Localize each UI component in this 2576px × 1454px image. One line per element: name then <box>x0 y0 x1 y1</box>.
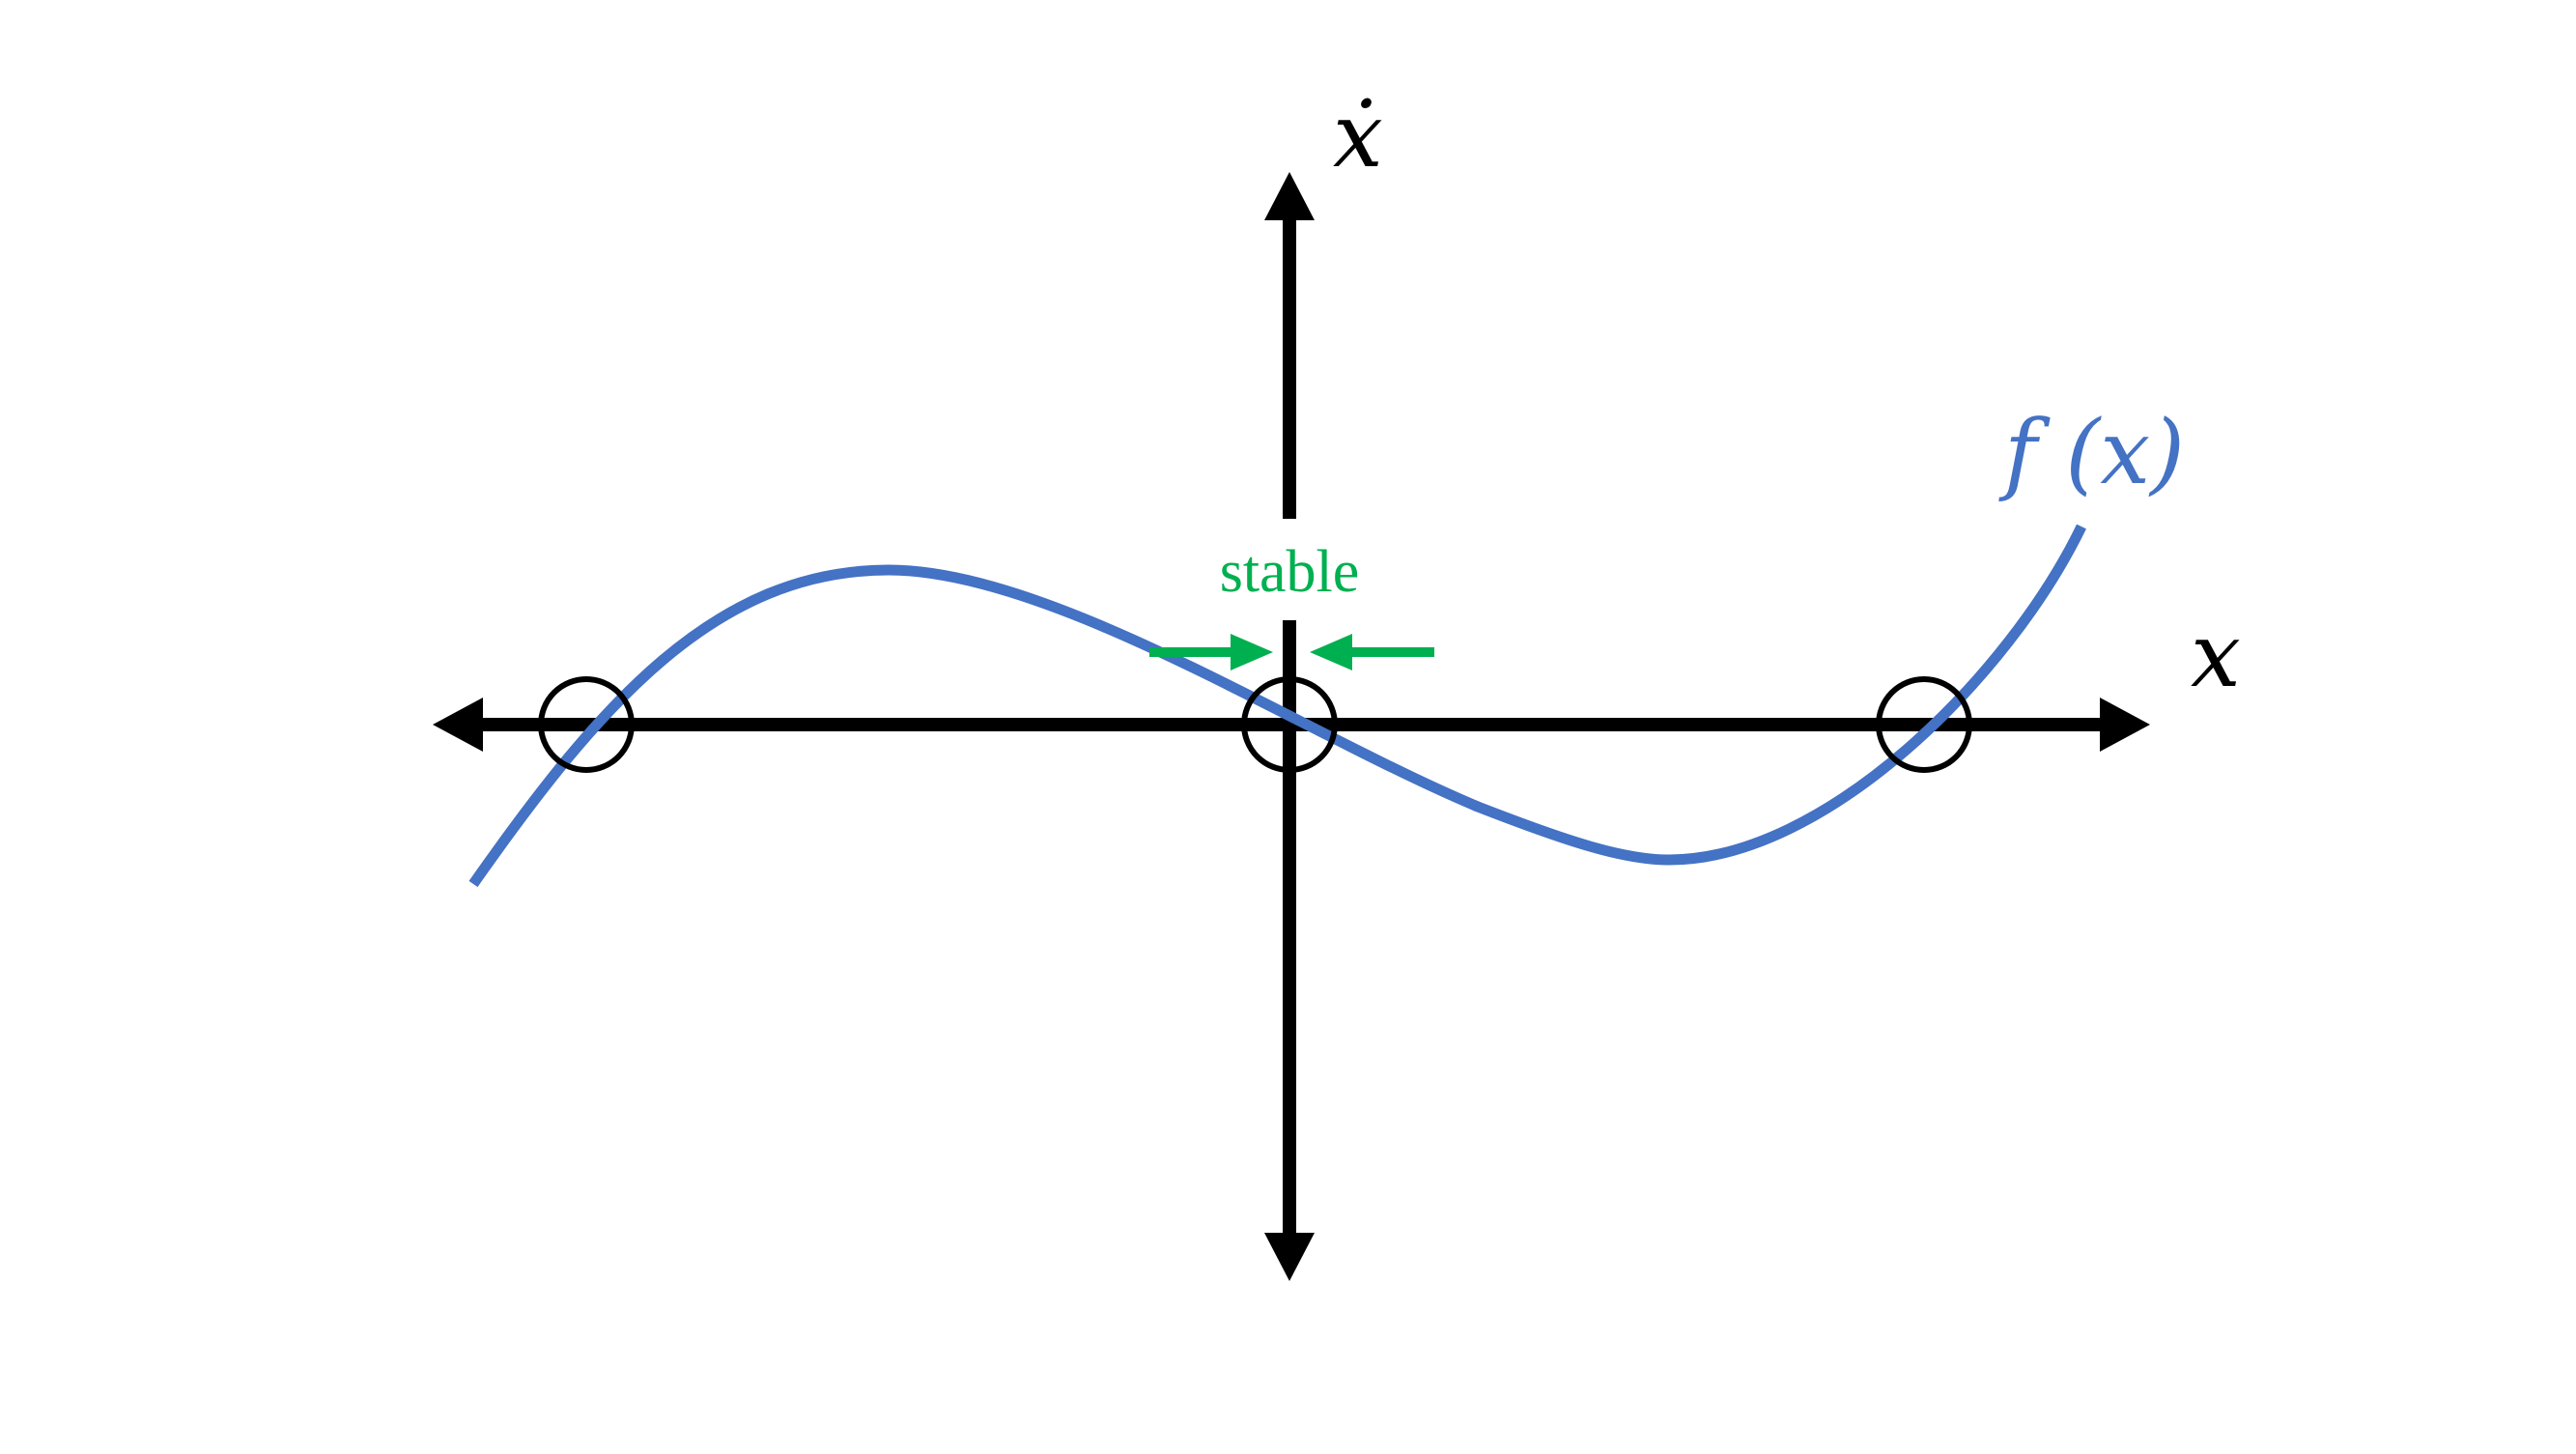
right-green-arrow-head <box>1310 634 1352 670</box>
x-axis-left-arrowhead <box>433 698 483 752</box>
stable-label: stable <box>1220 539 1360 605</box>
curve-label: f (x) <box>1998 401 2185 504</box>
y-axis <box>1264 172 1315 1281</box>
x-axis-label: x <box>2191 604 2241 707</box>
left-green-arrow-head <box>1231 634 1273 670</box>
f-of-x-curve <box>468 524 2086 888</box>
right-fixed-point-ring <box>1876 676 1972 773</box>
x-axis-right-arrowhead <box>2100 698 2150 752</box>
left-fixed-point-ring <box>538 676 635 773</box>
stability-arrows <box>1149 634 1434 670</box>
y-axis-top-arrowhead <box>1264 172 1315 220</box>
origin-fixed-point-ring <box>1241 676 1338 773</box>
y-axis-label: ẋ <box>1333 84 1383 187</box>
y-axis-bottom-arrowhead <box>1264 1233 1315 1281</box>
